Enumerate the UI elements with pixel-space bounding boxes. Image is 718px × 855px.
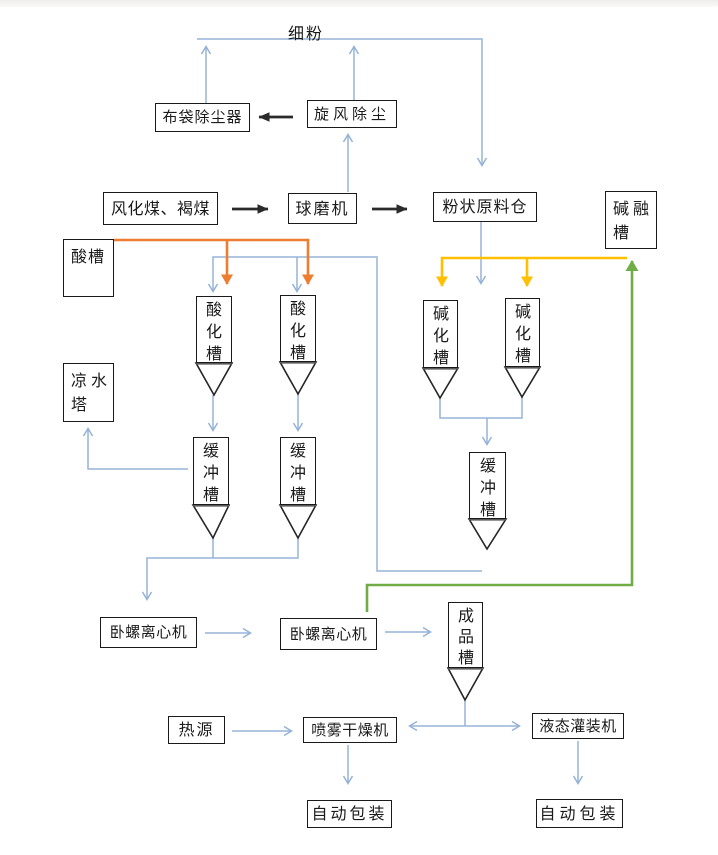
yellow-alkali-lines	[436, 256, 627, 287]
node-raw-coal: 风化煤、褐煤	[103, 192, 218, 225]
node-liquid-filler: 液态灌装机	[532, 713, 624, 739]
top-edge-shade	[0, 0, 718, 7]
node-spray-dryer: 喷雾干燥机	[303, 717, 397, 743]
node-acid-tank: 酸槽	[63, 239, 114, 297]
node-auto-pack-2: 自动包装	[536, 799, 623, 828]
node-buffer-tank-1: 缓冲槽	[193, 437, 229, 505]
node-buffer-tank-2: 缓冲槽	[280, 437, 316, 505]
node-cooling-tower: 凉水塔	[63, 363, 114, 422]
funnel-alkalize-2	[503, 366, 542, 399]
recycle-centrifuge2-to-alkali-melt	[365, 260, 639, 612]
flow-buffer1-to-cooling-tower	[82, 427, 188, 470]
blue-flow-lines	[82, 38, 584, 785]
alkali-feed-main	[436, 256, 627, 287]
node-alkalize-tank-1: 碱化槽	[423, 300, 458, 368]
node-centrifuge-2: 卧螺离心机	[280, 618, 377, 650]
green-recycle-line	[365, 260, 639, 612]
funnel-acidify-1	[194, 362, 234, 397]
node-cyclone: 旋风除尘	[307, 100, 397, 128]
orange-acid-lines	[114, 238, 314, 285]
node-buffer-tank-3: 缓冲槽	[469, 452, 506, 519]
node-powder-silo: 粉状原料仓	[433, 192, 537, 222]
funnel-buffer-2	[278, 504, 318, 540]
node-bag-filter: 布袋除尘器	[155, 103, 250, 132]
node-acidify-tank-1: 酸化槽	[196, 296, 232, 363]
node-acidify-tank-2: 酸化槽	[280, 295, 316, 362]
funnel-acidify-2	[278, 361, 318, 396]
node-heat-source: 热源	[168, 716, 225, 744]
node-auto-pack-1: 自动包装	[307, 800, 392, 828]
funnel-buffer-1	[191, 504, 231, 540]
node-ball-mill: 球磨机	[288, 193, 357, 224]
acid-feed-main	[114, 238, 314, 285]
label-fine-powder: 细粉	[288, 24, 325, 43]
flow-alkalize-merge	[439, 397, 523, 419]
node-centrifuge-1: 卧螺离心机	[100, 617, 197, 648]
funnel-product	[446, 667, 485, 702]
funnel-buffer-3	[467, 518, 508, 551]
funnel-alkalize-1	[421, 367, 460, 400]
node-alkalize-tank-2: 碱化槽	[505, 298, 540, 367]
flow-buffers-to-centrifuge1	[141, 538, 299, 601]
node-alkali-melt-tank: 碱融槽	[605, 191, 657, 249]
node-product-tank: 成品槽	[448, 602, 483, 668]
